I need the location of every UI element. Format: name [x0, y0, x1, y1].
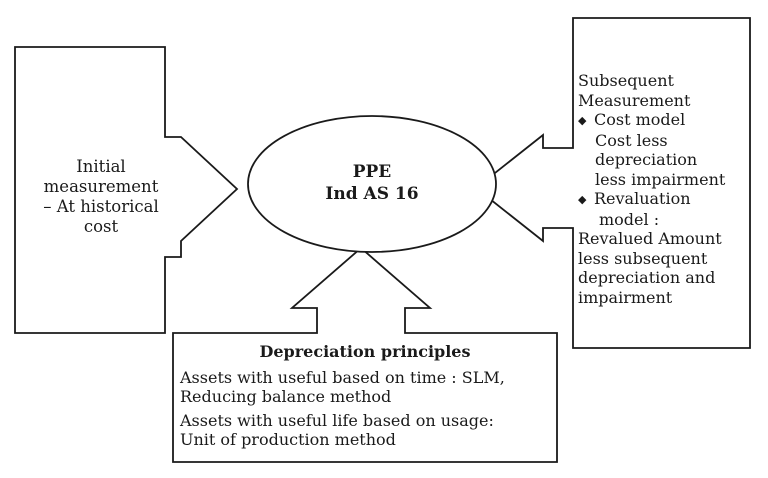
time-based-line: Reducing balance method [180, 387, 392, 406]
subsequent-measurement-arrow-box [474, 17, 751, 349]
cost-model-line: depreciation [595, 150, 698, 169]
cost-model-line: Cost less [595, 130, 668, 150]
initial-line: measurement [43, 177, 159, 196]
initial-measurement-text: Initial measurement – At historical cost [22, 157, 180, 237]
depreciation-title: Depreciation principles [259, 342, 471, 361]
revaluation-line: depreciation and [578, 268, 716, 287]
ppe-label: PPE Ind AS 16 [300, 161, 444, 205]
subsequent-heading: Measurement [578, 90, 691, 110]
initial-line: – At historical [43, 197, 159, 216]
cost-model-title: ◆ Cost model [578, 110, 754, 131]
usage-based-line: Assets with useful life based on usage: [180, 410, 494, 430]
revaluation-line: less subsequent [578, 248, 708, 268]
cost-model-label: Cost model [594, 110, 686, 129]
revaluation-line: impairment [578, 287, 673, 307]
initial-line: Initial [76, 157, 126, 176]
cost-model-line: less impairment [595, 169, 726, 189]
usage-based-line: Unit of production method [180, 430, 396, 449]
subsequent-measurement-text: Subsequent Measurement ◆ Cost model Cost … [578, 71, 754, 307]
revaluation-label: Revaluation [594, 189, 691, 208]
revaluation-label-cont: model : [599, 209, 660, 229]
ind-as-label: Ind AS 16 [325, 184, 419, 204]
subsequent-heading: Subsequent [578, 71, 674, 90]
revaluation-model-title: ◆ Revaluation [578, 189, 754, 210]
revaluation-line: Revalued Amount [578, 229, 722, 248]
diamond-bullet-icon: ◆ [578, 193, 587, 206]
ppe-ellipse [247, 115, 497, 253]
initial-measurement-arrow-box [14, 46, 239, 334]
initial-line: cost [83, 217, 119, 236]
depreciation-principles-arrow-box [172, 246, 558, 463]
diamond-bullet-icon: ◆ [578, 114, 587, 127]
time-based-line: Assets with useful based on time : SLM, [180, 367, 505, 387]
ppe-title: PPE [352, 162, 392, 182]
depreciation-principles-text: Depreciation principles Assets with usef… [180, 342, 550, 450]
